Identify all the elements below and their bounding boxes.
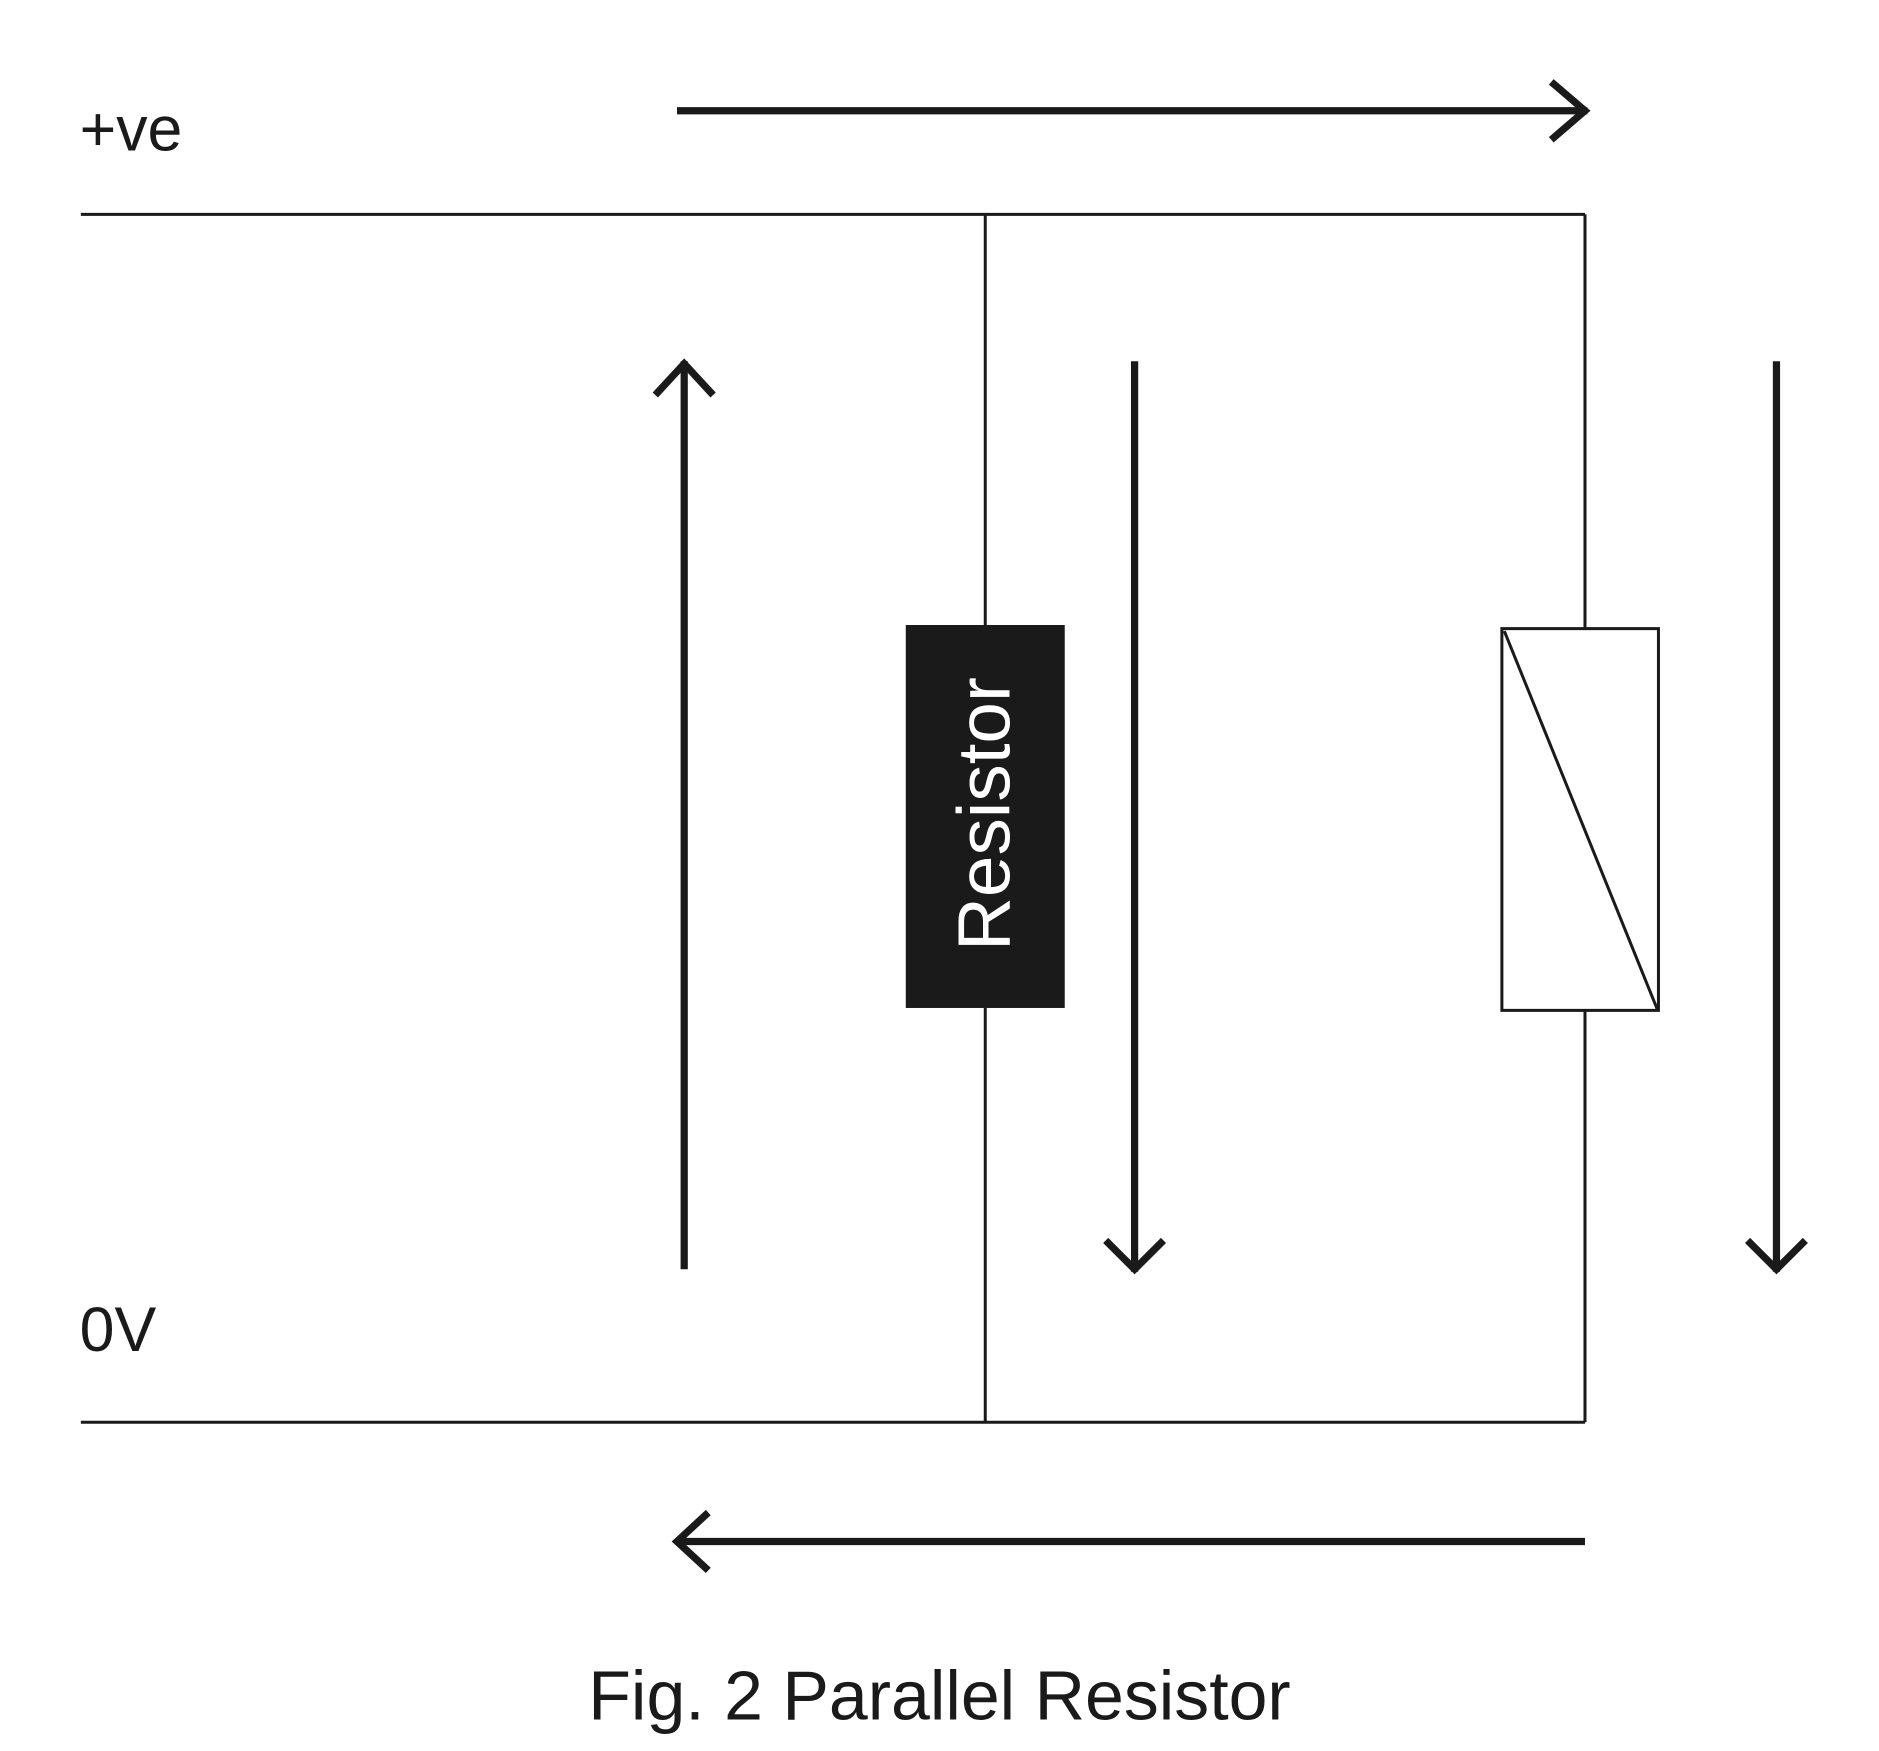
positive-rail-label: +ve	[80, 95, 183, 165]
arrow-down-icon	[1103, 361, 1167, 1275]
resistor-block	[905, 625, 1065, 1008]
figure-caption: Fig. 2 Parallel Resistor	[588, 1657, 1290, 1735]
arrow-left-icon	[671, 1509, 1585, 1574]
arrow-right-icon	[676, 79, 1591, 143]
zero-rail-label: 0V	[80, 1295, 157, 1365]
arrow-down-icon	[1745, 361, 1808, 1275]
resistor-label: Resistor	[941, 677, 1025, 951]
resistor-symbol-box	[1500, 627, 1660, 1012]
arrow-up-icon	[652, 358, 716, 1270]
